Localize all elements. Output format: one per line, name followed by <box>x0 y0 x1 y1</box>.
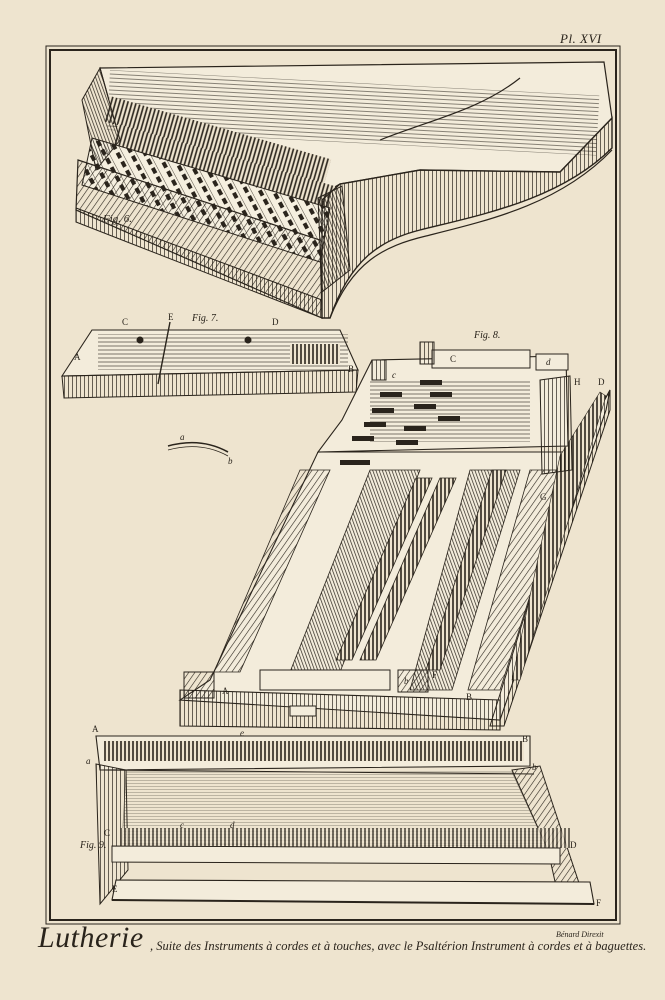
fig9-letter-a: A <box>92 724 99 734</box>
figure-7-psalterion <box>60 321 359 399</box>
fig7-label: Fig. 7. <box>191 313 218 324</box>
fig7-letter-b: B <box>348 364 354 374</box>
fig9-letter-c-small: c <box>180 820 184 830</box>
figure-9-frame <box>95 735 595 906</box>
fig9-letter-a-small: a <box>86 756 91 766</box>
fig9-letter-d: D <box>570 840 577 850</box>
engraver-signature: Bénard Direxit <box>556 930 604 939</box>
fig9-letter-c: C <box>104 828 110 838</box>
fig9-letter-e: E <box>112 884 118 894</box>
fig8-label: Fig. 8. <box>473 330 500 341</box>
detail-letter-a: a <box>180 432 185 442</box>
fig8-letter-h: H <box>574 377 581 387</box>
detail-hammer-stick <box>167 441 229 457</box>
fig7-letter-c: C <box>122 317 128 327</box>
fig9-letter-b: B <box>522 734 528 744</box>
fig8-letter-c-top: C <box>450 354 456 364</box>
fig9-label: Fig. 9. <box>79 840 106 851</box>
fig9-letter-f: F <box>596 898 601 908</box>
plate-border-inner <box>49 49 617 921</box>
figure-6-harpsichord <box>75 61 613 319</box>
fig9-letter-e-small: e <box>240 728 244 738</box>
figure-8-keyboard-mechanism <box>178 341 611 731</box>
fig8-letter-a: A <box>222 686 229 696</box>
fig8-letter-g: G <box>540 492 547 502</box>
fig6-label: Fig. 6. <box>102 213 132 225</box>
fig7-letter-e: E <box>168 312 174 322</box>
fig7-letter-a: A <box>74 352 81 362</box>
plate-subtitle: , Suite des Instruments à cordes et à to… <box>150 939 647 953</box>
fig8-letter-c-small: c <box>392 370 396 380</box>
fig8-letter-b: B <box>466 692 472 702</box>
detail-letter-b: b <box>228 456 233 466</box>
fig8-letter-b-small: b <box>404 676 409 686</box>
fig8-letter-d: D <box>598 377 605 387</box>
fig7-letter-d: D <box>272 317 279 327</box>
fig9-letter-b-small: b <box>532 762 537 772</box>
fig8-letter-d-small: d <box>546 357 551 367</box>
plate-border-outer <box>45 45 621 925</box>
plate-title: Lutherie <box>38 921 144 954</box>
plate-number: Pl. XVI <box>560 31 602 46</box>
fig8-letter-f: F <box>432 670 437 680</box>
fig9-letter-d-small: d <box>230 820 235 830</box>
